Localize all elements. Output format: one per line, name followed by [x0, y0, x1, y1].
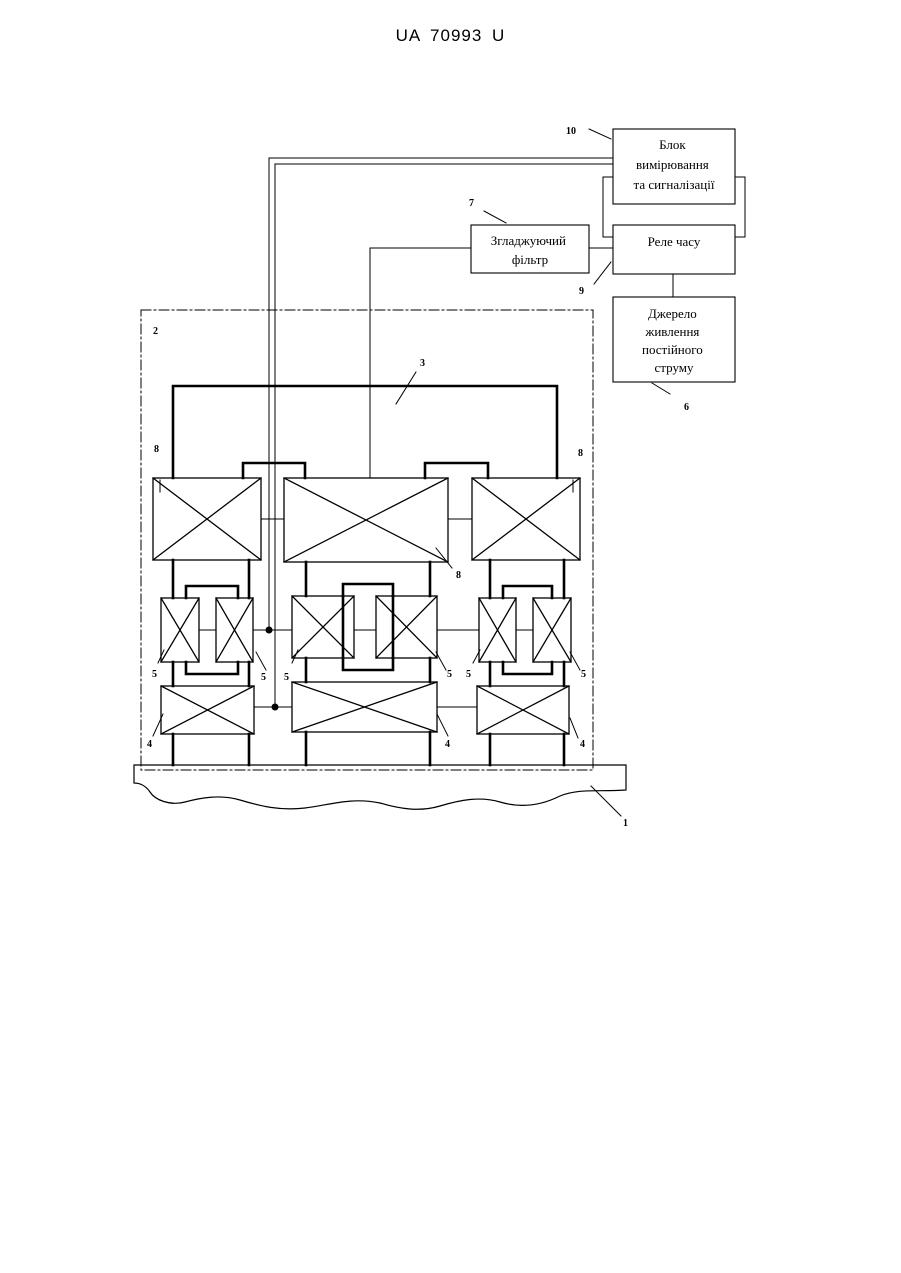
junction-dot-upper	[266, 627, 273, 634]
label-5-a: 5	[152, 669, 157, 680]
label-5-e: 5	[466, 669, 471, 680]
label-8-center: 8	[456, 570, 461, 581]
label-6: 6	[684, 402, 689, 413]
junction-dot-lower	[272, 704, 279, 711]
power-source-label: Джерело живлення постійного струму	[642, 306, 706, 375]
label-5-d: 5	[447, 669, 452, 680]
label-5-f: 5	[581, 669, 586, 680]
magnetic-yoke	[173, 386, 557, 478]
coils-4	[161, 682, 569, 734]
measurement-block-label: Блок вимірювання та сигналізації	[634, 137, 715, 192]
label-5-b: 5	[261, 672, 266, 683]
label-4-left: 4	[147, 739, 152, 750]
filter-block-label: Згладжуючий фільтр	[491, 233, 569, 267]
relay-block-label: Реле часу	[648, 234, 701, 249]
label-8-right: 8	[578, 448, 583, 459]
label-8-left: 8	[154, 444, 159, 455]
label-7: 7	[469, 198, 474, 209]
base-ground	[134, 765, 626, 809]
label-2: 2	[153, 326, 158, 337]
leader-lines	[153, 129, 670, 816]
label-4-center: 4	[445, 739, 450, 750]
coils-8	[153, 478, 580, 562]
label-4-right: 4	[580, 739, 585, 750]
label-5-c: 5	[284, 672, 289, 683]
label-3: 3	[420, 358, 425, 369]
enclosure-boundary	[141, 310, 593, 770]
label-1: 1	[623, 818, 628, 829]
label-10: 10	[566, 126, 576, 137]
time-relay-block	[613, 225, 735, 274]
coils-5	[161, 596, 571, 662]
label-9: 9	[579, 286, 584, 297]
